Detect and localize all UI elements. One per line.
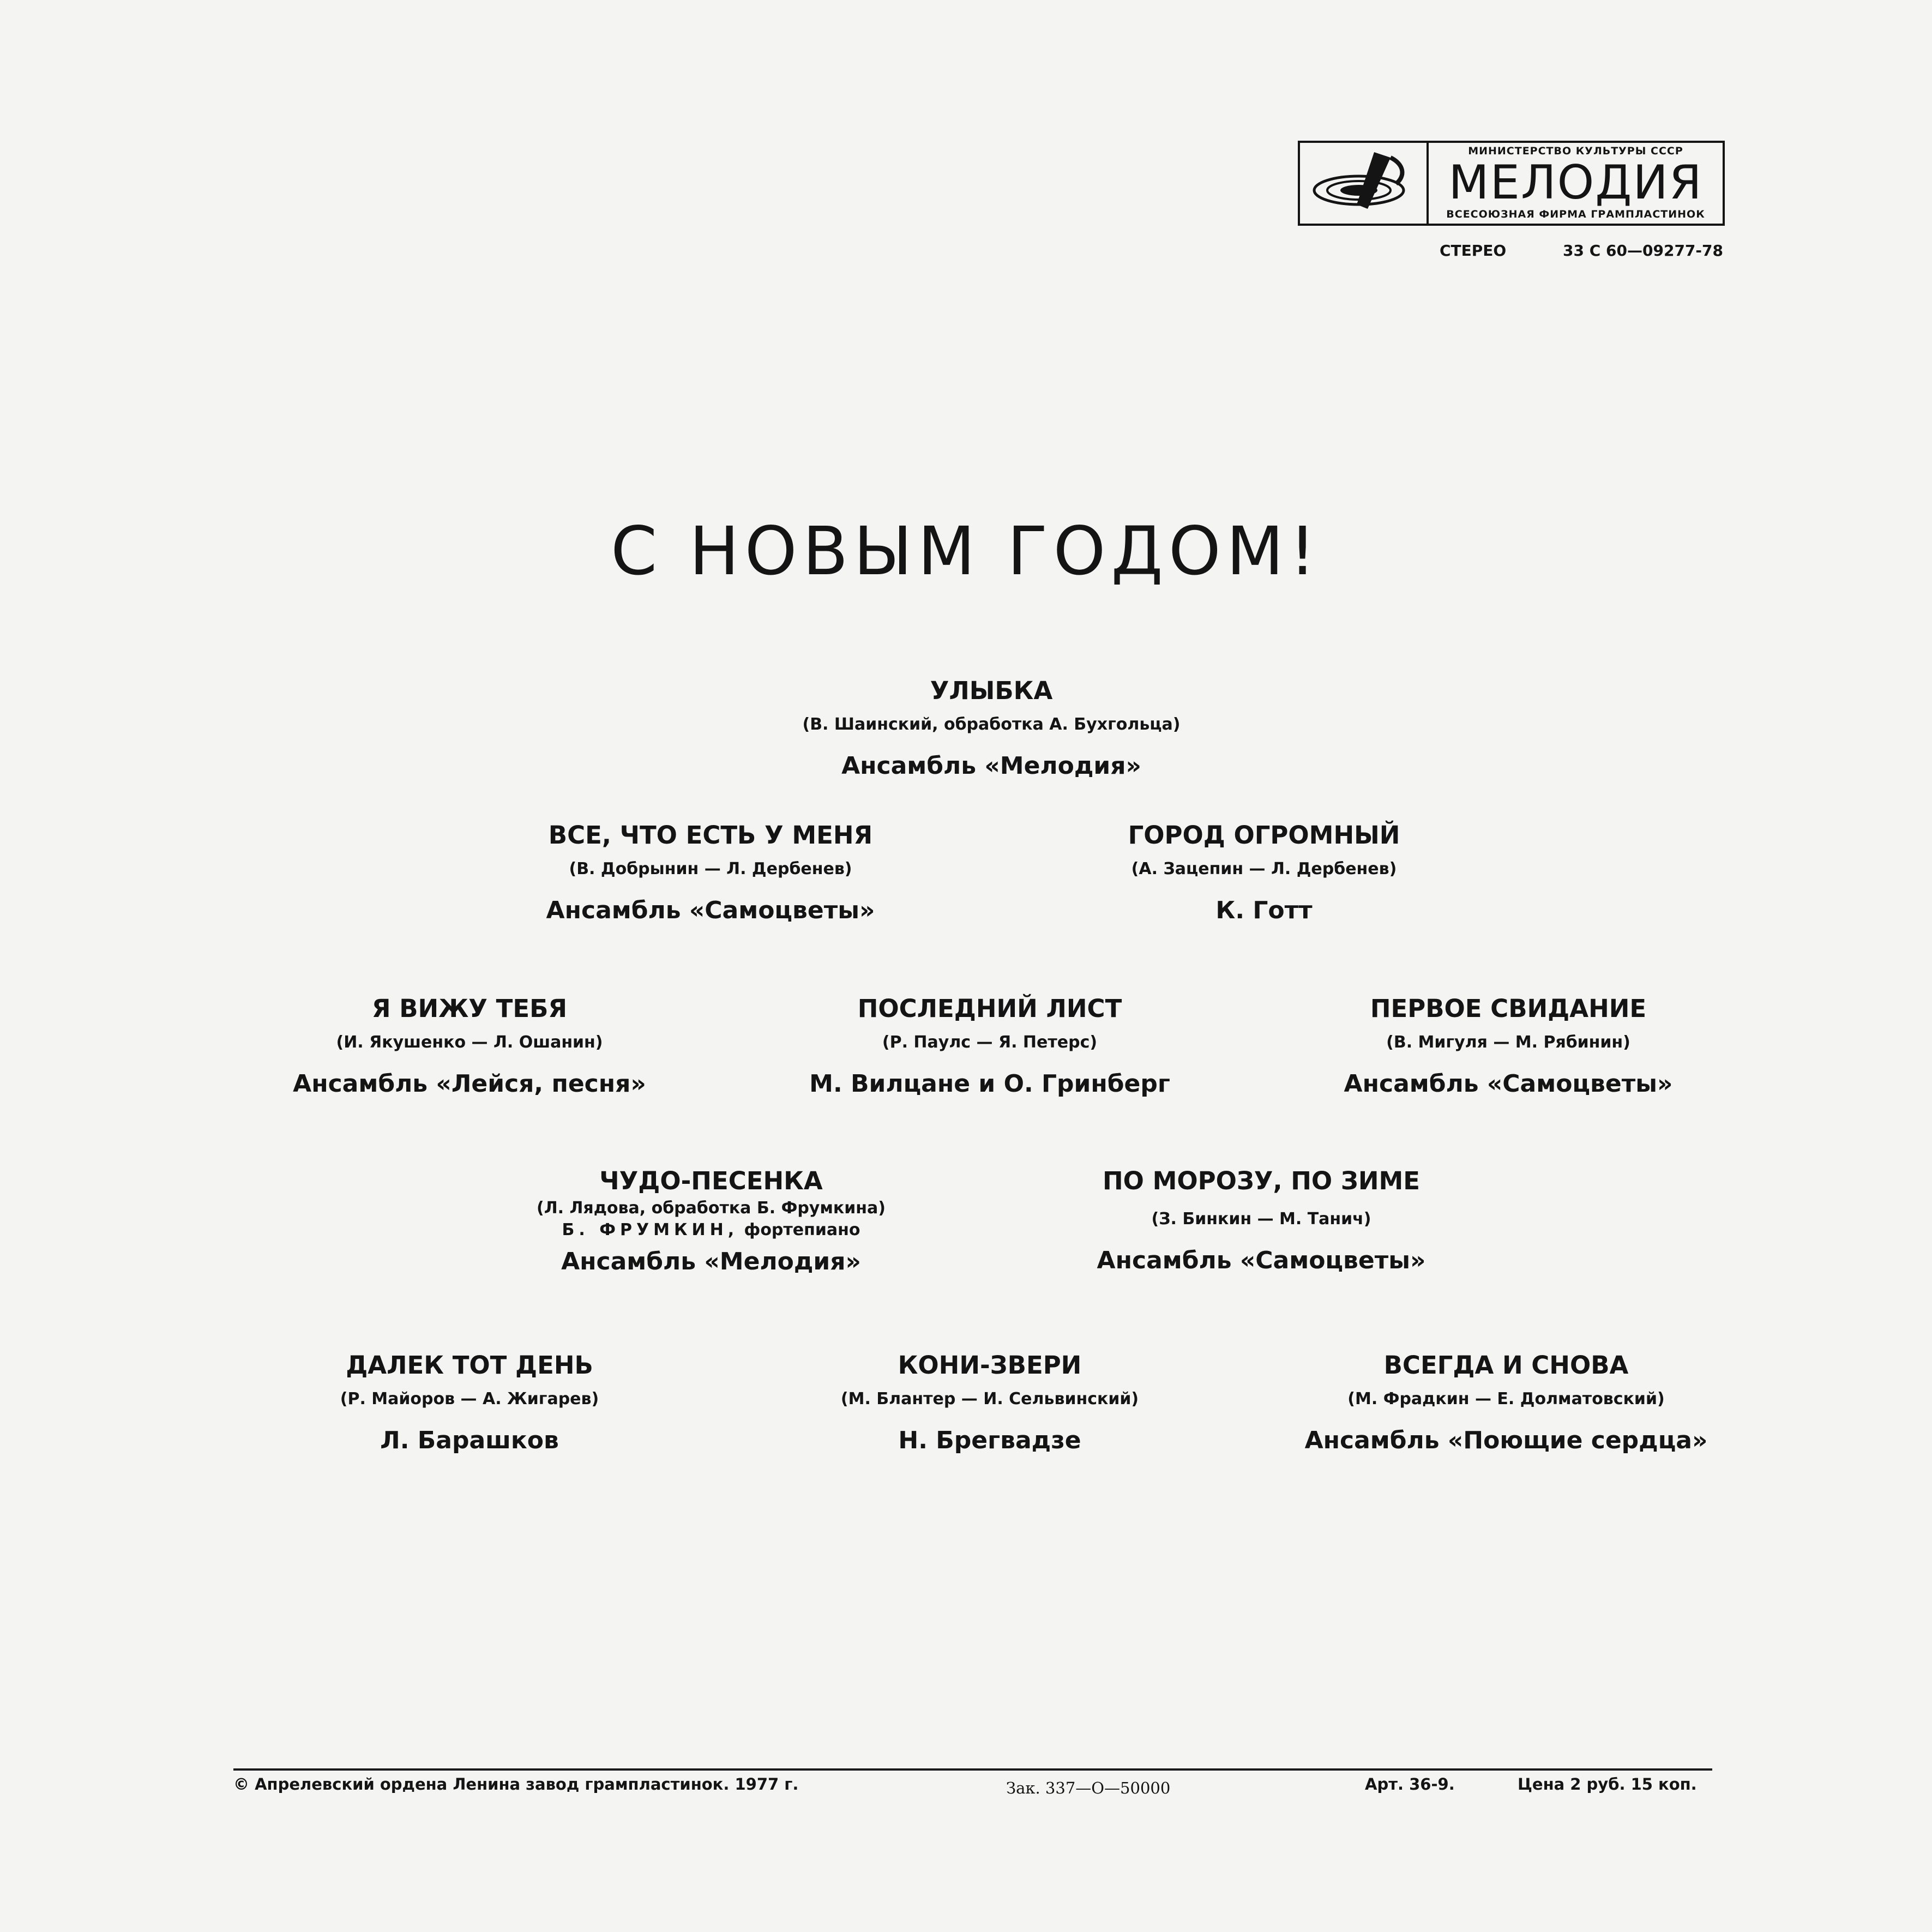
footer-rule (233, 1768, 1712, 1771)
song-performer: К. Готт (1215, 896, 1313, 924)
song-title: ВСЕ, ЧТО ЕСТЬ У МЕНЯ (548, 821, 873, 850)
article-number: Арт. 36-9. (1365, 1775, 1455, 1793)
song-entry: ЧУДО-ПЕСЕНКА (Л. Лядова, обработка Б. Фр… (537, 1165, 886, 1277)
stereo-label: СТЕРЕО (1440, 242, 1507, 260)
catalog-line: СТЕРЕО 33 С 60—09277-78 (1440, 242, 1723, 260)
song-title: ВСЕГДА И СНОВА (1383, 1351, 1629, 1380)
song-performer: Л. Барашков (380, 1427, 559, 1454)
song-entry: ПОСЛЕДНИЙ ЛИСТ (Р. Паулс — Я. Петерс) М.… (809, 992, 1170, 1099)
album-title: С НОВЫМ ГОДОМ! (610, 513, 1322, 590)
firm-label: ВСЕСОЮЗНАЯ ФИРМА ГРАМПЛАСТИНОК (1446, 208, 1705, 220)
song-authors: (И. Якушенко — Л. Ошанин) (336, 1033, 603, 1052)
song-performer: Ансамбль «Мелодия» (841, 752, 1141, 780)
brand-name: МЕЛОДИЯ (1448, 155, 1703, 210)
song-entry: ПО МОРОЗУ, ПО ЗИМЕ (З. Бинкин — М. Танич… (1097, 1165, 1426, 1276)
order-number: Зак. 337—О—50000 (1006, 1779, 1171, 1797)
song-title: КОНИ-ЗВЕРИ (898, 1351, 1082, 1380)
song-authors: (М. Блантер — И. Сельвинский) (840, 1389, 1139, 1409)
song-authors: (В. Добрынин — Л. Дербенев) (569, 859, 852, 878)
song-performer: Ансамбль «Поющие сердца» (1304, 1427, 1708, 1454)
song-title: УЛЫБКА (930, 676, 1053, 705)
song-title: Я ВИЖУ ТЕБЯ (371, 994, 568, 1023)
song-authors: (В. Мигуля — М. Рябинин) (1386, 1033, 1630, 1052)
song-title: ПОСЛЕДНИЙ ЛИСТ (857, 994, 1122, 1023)
song-title: ПО МОРОЗУ, ПО ЗИМЕ (1102, 1166, 1420, 1195)
song-authors: (В. Шаинский, обработка А. Бухгольца) (802, 715, 1181, 734)
song-authors: (Р. Майоров — А. Жигарев) (340, 1389, 599, 1409)
catalog-number: 33 С 60—09277-78 (1563, 242, 1723, 260)
song-entry: ГОРОД ОГРОМНЫЙ (А. Зацепин — Л. Дербенев… (1128, 819, 1400, 926)
ministry-label: МИНИСТЕРСТВО КУЛЬТУРЫ СССР (1468, 145, 1683, 157)
song-performer: Ансамбль «Лейся, песня» (293, 1070, 646, 1098)
song-authors: (Р. Паулс — Я. Петерс) (882, 1033, 1098, 1052)
song-performer: Ансамбль «Самоцветы» (1097, 1247, 1426, 1274)
song-entry: ДАЛЕК ТОТ ДЕНЬ (Р. Майоров — А. Жигарев)… (340, 1349, 599, 1456)
note-name: Б. ФРУМКИН, (562, 1220, 739, 1239)
song-authors: (А. Зацепин — Л. Дербенев) (1131, 859, 1397, 878)
song-title: ГОРОД ОГРОМНЫЙ (1128, 821, 1400, 850)
song-performer: М. Вилцане и О. Гринберг (809, 1070, 1170, 1098)
song-title: ЧУДО-ПЕСЕНКА (599, 1166, 823, 1195)
note-instrument: фортепиано (744, 1220, 860, 1239)
price-label: Цена 2 руб. 15 коп. (1518, 1775, 1697, 1793)
song-performer: Н. Брегвадзе (898, 1427, 1081, 1454)
song-performer: Ансамбль «Самоцветы» (1344, 1070, 1673, 1098)
melodiya-logo: МИНИСТЕРСТВО КУЛЬТУРЫ СССР МЕЛОДИЯ ВСЕСО… (1298, 141, 1725, 226)
record-note-icon (1300, 143, 1429, 224)
song-authors: (З. Бинкин — М. Танич) (1151, 1209, 1371, 1229)
song-title: ПЕРВОЕ СВИДАНИЕ (1370, 994, 1647, 1023)
song-entry: ВСЕ, ЧТО ЕСТЬ У МЕНЯ (В. Добрынин — Л. Д… (546, 819, 875, 926)
song-entry: УЛЫБКА (В. Шаинский, обработка А. Бухгол… (802, 675, 1180, 781)
song-performer: Ансамбль «Самоцветы» (546, 896, 875, 924)
song-note: Б. ФРУМКИН, фортепиано (537, 1219, 886, 1241)
song-performer: Ансамбль «Мелодия» (561, 1248, 861, 1275)
song-entry: ВСЕГДА И СНОВА (М. Фрадкин — Е. Долматов… (1305, 1349, 1708, 1456)
song-authors: (М. Фрадкин — Е. Долматовский) (1347, 1389, 1665, 1409)
logo-text: МИНИСТЕРСТВО КУЛЬТУРЫ СССР МЕЛОДИЯ ВСЕСО… (1429, 143, 1723, 224)
copyright-line: © Апрелевский ордена Ленина завод грампл… (233, 1775, 799, 1793)
song-entry: ПЕРВОЕ СВИДАНИЕ (В. Мигуля — М. Рябинин)… (1344, 992, 1673, 1099)
song-authors: (Л. Лядова, обработка Б. Фрумкина) (537, 1199, 886, 1218)
song-entry: Я ВИЖУ ТЕБЯ (И. Якушенко — Л. Ошанин) Ан… (293, 992, 646, 1099)
song-entry: КОНИ-ЗВЕРИ (М. Блантер — И. Сельвинский)… (841, 1349, 1139, 1456)
song-title: ДАЛЕК ТОТ ДЕНЬ (346, 1351, 593, 1380)
